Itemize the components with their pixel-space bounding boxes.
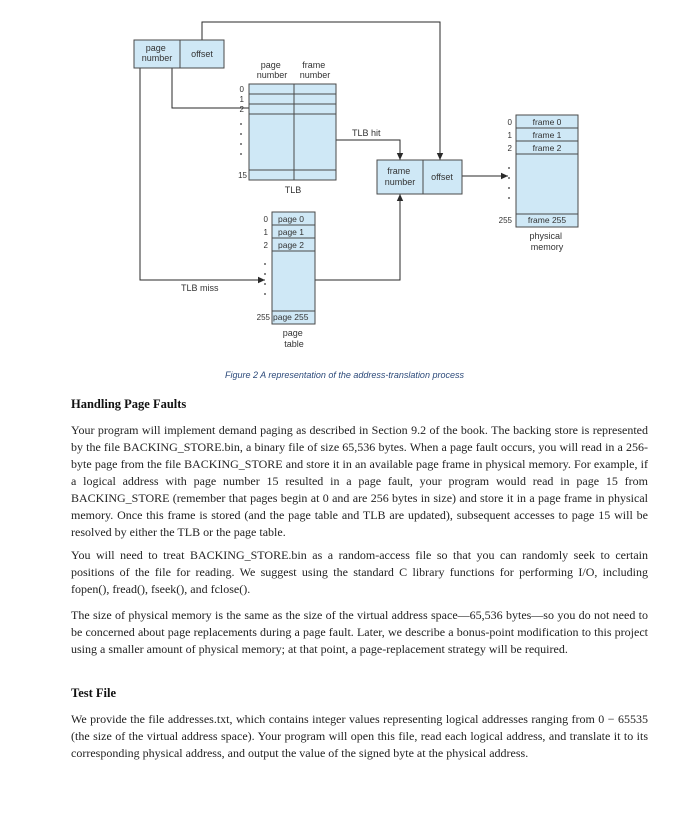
tlb-ellipsis: [240, 123, 242, 155]
page-number-label: page number: [142, 43, 173, 63]
memory-frame-1: frame 1: [533, 130, 562, 140]
page-table-entry-1: page 1: [278, 227, 304, 237]
page-number-to-tlb-line: [171, 68, 249, 109]
page-table-label: page table: [283, 328, 306, 349]
frame-number-label: frame number: [385, 166, 416, 187]
paragraph-page-faults-1: Your program will implement demand pagin…: [71, 423, 648, 539]
physical-memory: 0 1 2 frame 0 frame 1 frame 2 255 frame …: [499, 114, 579, 252]
physical-offset-label: offset: [431, 172, 453, 182]
memory-ellipsis: [508, 167, 510, 199]
address-translation-diagram: page number offset page number frame num…: [133, 21, 579, 349]
physical-address: frame number offset: [376, 159, 463, 195]
tlb-hit-label: TLB hit: [352, 128, 381, 138]
tlb-index-15: 15: [238, 171, 247, 180]
physical-memory-label: physical memory: [529, 231, 564, 252]
paragraph-page-faults-3: The size of physical memory is the same …: [71, 608, 648, 656]
memory-frame-2: frame 2: [533, 143, 562, 153]
physical-memory-box: [515, 114, 579, 228]
memory-index-255: 255: [499, 216, 513, 225]
memory-index-0: 0: [508, 118, 513, 127]
section-heading-page-faults: Handling Page Faults: [71, 397, 187, 411]
offset-cell: [179, 39, 225, 69]
tlb-page-col-label: page number: [257, 60, 288, 80]
tlb-index-2: 2: [240, 105, 245, 114]
physical-offset-cell: [422, 159, 463, 195]
page-number-cell: [133, 39, 181, 69]
memory-frame-0: frame 0: [533, 117, 562, 127]
memory-index-2: 2: [508, 144, 513, 153]
page-table-index-0: 0: [264, 215, 269, 224]
memory-index-1: 1: [508, 131, 513, 140]
page-table-entry-255: page 255: [273, 312, 309, 322]
paragraph-page-faults-2: You will need to treat BACKING_STORE.bin…: [71, 548, 648, 596]
section-heading-test-file: Test File: [71, 686, 117, 700]
tlb-index-1: 1: [240, 95, 245, 104]
page-table-box: [271, 211, 316, 325]
page-table-index-2: 2: [264, 241, 269, 250]
page-table-entry-0: page 0: [278, 214, 304, 224]
figure-caption: Figure 2 A representation of the address…: [225, 370, 464, 380]
connector-lines: [139, 21, 508, 284]
tlb-frame-col-label: frame number: [300, 60, 331, 80]
page-table-index-255: 255: [257, 313, 271, 322]
tlb-miss-line: [139, 68, 265, 284]
tlb-label: TLB: [285, 185, 302, 195]
page-table-entry-2: page 2: [278, 240, 304, 250]
offset-passthrough-line: [201, 21, 444, 160]
tlb-hit-line: [336, 139, 404, 160]
page-table-index-1: 1: [264, 228, 269, 237]
page-table: 0 1 2 page 0 page 1 page 2 255 page 255 …: [257, 211, 316, 349]
tlb-table: [248, 83, 337, 181]
paragraph-test-file: We provide the file addresses.txt, which…: [71, 712, 648, 760]
page-table-to-frame-line: [306, 194, 404, 281]
tlb: page number frame number 0 1 2 15 TLB: [238, 60, 337, 195]
tlb-miss-label: TLB miss: [181, 283, 219, 293]
page-table-ellipsis: [264, 263, 266, 295]
logical-address: page number offset: [133, 39, 225, 69]
offset-label: offset: [191, 49, 213, 59]
tlb-index-0: 0: [240, 85, 245, 94]
memory-frame-255: frame 255: [528, 215, 567, 225]
